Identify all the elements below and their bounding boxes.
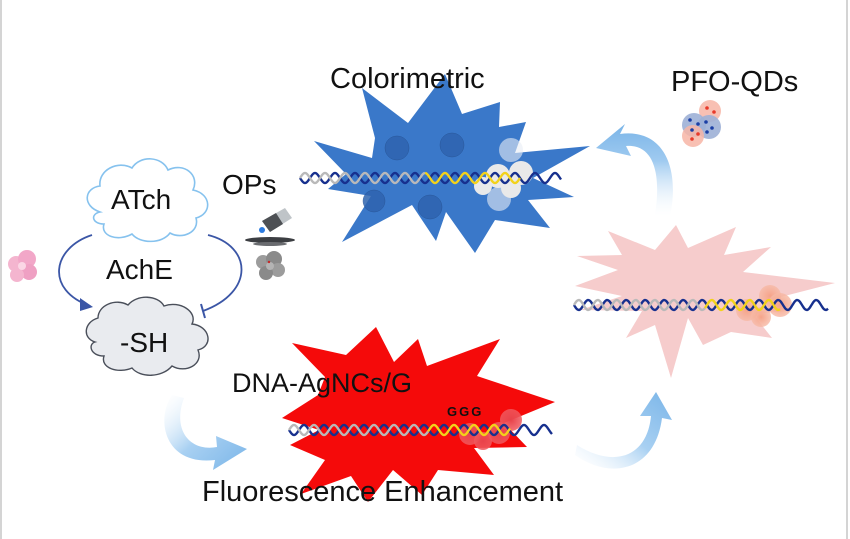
dna-strand-gray xyxy=(572,298,706,312)
blue-burst xyxy=(314,74,590,253)
dna-strand-yellow xyxy=(704,298,781,312)
pesticide-bottle-icon xyxy=(245,208,295,246)
red-burst xyxy=(282,327,555,502)
pfo-qds-cluster-icon xyxy=(682,100,721,147)
ache-catalysis-arrow xyxy=(58,234,93,307)
inhibited-enzyme-icon xyxy=(256,251,285,280)
arrow-pfo-to-colorimetric xyxy=(596,124,673,216)
dna-strand-navy xyxy=(572,298,829,312)
ache-enzyme-icon xyxy=(8,250,37,282)
pink-agnc-beads xyxy=(736,285,792,327)
sh-cloud xyxy=(85,296,209,376)
ops-label: OPs xyxy=(222,169,277,200)
qd-dark-dots xyxy=(362,132,465,220)
frame-border-right xyxy=(846,0,848,539)
dna-agncs-label: DNA-AgNCs/G xyxy=(232,368,413,398)
ops-inhibition-arrow xyxy=(202,234,243,312)
catalysis-arrowhead xyxy=(80,298,93,311)
frame-border-left xyxy=(0,0,2,539)
dna-strand-gray xyxy=(288,423,429,437)
dna-strand-yellow xyxy=(427,423,511,437)
fluorescence-enhancement-label: Fluorescence Enhancement xyxy=(202,476,564,508)
dna-helix-quenched xyxy=(572,298,829,312)
arrow-sh-to-fluorescence xyxy=(164,395,247,470)
ggg-label: GGG xyxy=(447,404,484,419)
thiol-label: -SH xyxy=(120,327,169,358)
colorimetric-label: Colorimetric xyxy=(330,63,485,95)
arrow-fluorescence-to-quenched xyxy=(575,392,672,469)
dna-helix-colorimetric xyxy=(299,171,562,185)
dna-strand-gray xyxy=(299,171,426,185)
pfo-qds-label: PFO-QDs xyxy=(671,66,799,98)
inhibition-bar xyxy=(200,303,206,319)
dna-strand-yellow xyxy=(424,171,521,185)
dna-helix-fluorescent xyxy=(288,423,553,437)
ache-label: AchE xyxy=(106,254,173,285)
atch-label: ATch xyxy=(111,184,172,215)
atch-cloud xyxy=(86,158,209,243)
dna-strand-navy xyxy=(288,423,553,437)
